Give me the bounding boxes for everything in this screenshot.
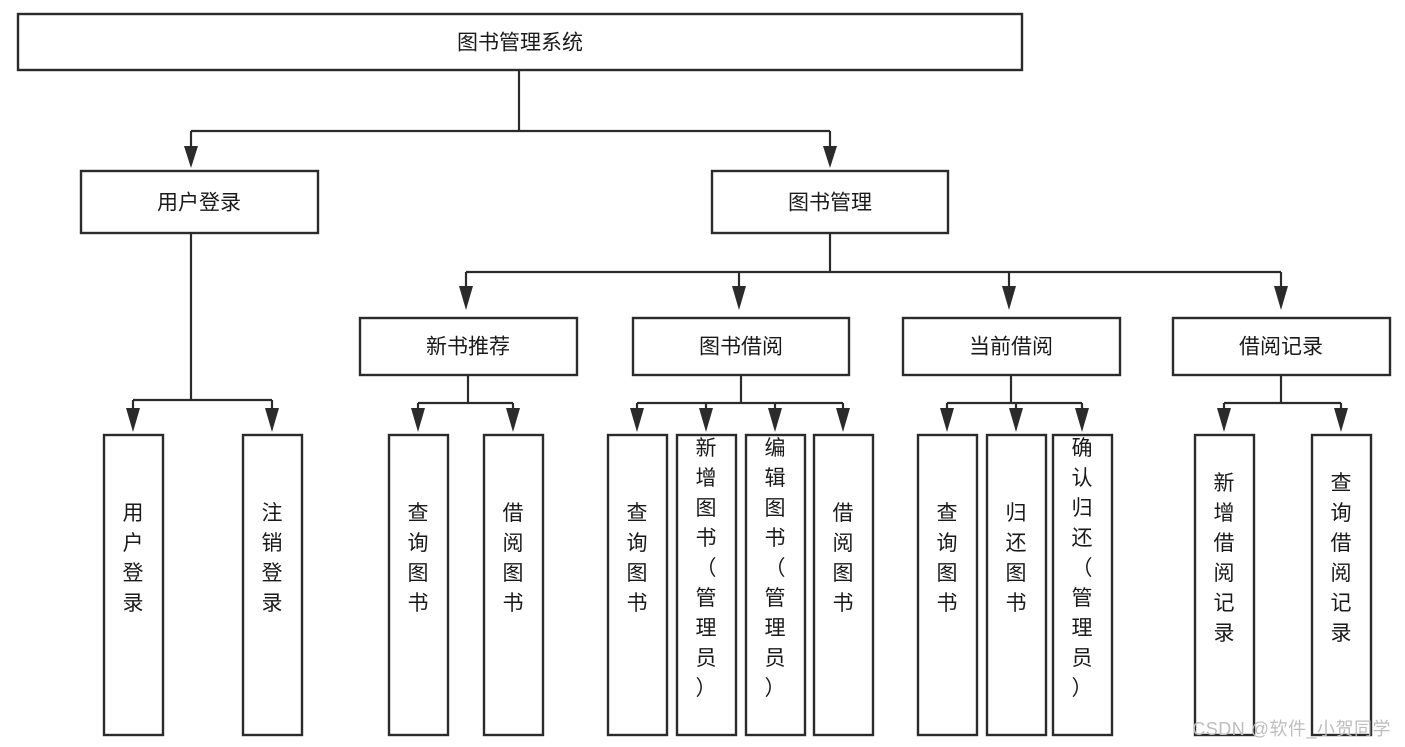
node-new-book-rec-box[interactable] xyxy=(358,316,579,377)
node-borrow-record[interactable]: 借阅记录 xyxy=(1171,316,1392,377)
node-user-login-box[interactable] xyxy=(79,169,320,235)
arrowhead-leaf-query-book-2 xyxy=(630,408,644,432)
node-root-label: 图书管理系统 xyxy=(457,32,583,55)
leaf-return-book-label: 归还图书 xyxy=(1006,502,1027,615)
node-new-book-rec[interactable]: 新书推荐 xyxy=(358,316,579,377)
leaf-add-record[interactable]: 新增借阅记录 xyxy=(1193,433,1256,737)
arrowhead-leaf-return-book xyxy=(1009,408,1023,432)
leaf-borrow-book-1-box[interactable] xyxy=(482,433,545,737)
connector-layer xyxy=(126,70,1348,432)
leaf-add-book[interactable]: 新增图书（管理员） xyxy=(675,433,738,737)
node-root-box[interactable] xyxy=(16,12,1024,72)
leaf-borrow-book-1[interactable]: 借阅图书 xyxy=(482,433,545,737)
leaf-return-book[interactable]: 归还图书 xyxy=(985,433,1048,737)
leaf-query-book-1-label: 查询图书 xyxy=(408,502,429,615)
arrowhead-leaf-user-logout xyxy=(265,408,279,432)
leaf-edit-book-label: 编辑图书（管理员） xyxy=(765,437,786,700)
node-current-borrow-box[interactable] xyxy=(901,316,1122,377)
node-book-borrow[interactable]: 图书借阅 xyxy=(631,316,851,377)
arrowhead-leaf-edit-book xyxy=(768,408,782,432)
node-book-borrow-box[interactable] xyxy=(631,316,851,377)
leaf-query-record[interactable]: 查询借阅记录 xyxy=(1310,433,1373,737)
leaf-user-logout-box[interactable] xyxy=(241,433,304,737)
arrowhead-new-book-rec xyxy=(459,286,473,310)
leaf-query-book-2[interactable]: 查询图书 xyxy=(606,433,669,737)
node-book-borrow-label: 图书借阅 xyxy=(699,336,783,359)
arrowhead-leaf-add-record xyxy=(1217,408,1231,432)
arrowhead-leaf-query-book-3 xyxy=(940,408,954,432)
leaf-borrow-book-1-label: 借阅图书 xyxy=(503,502,524,615)
node-book-manage[interactable]: 图书管理 xyxy=(710,169,950,235)
leaf-add-book-box[interactable] xyxy=(675,433,738,737)
leaf-edit-book-box[interactable] xyxy=(744,433,807,737)
leaf-query-record-label: 查询借阅记录 xyxy=(1331,472,1352,645)
leaf-user-logout-label: 注销登录 xyxy=(262,502,283,615)
node-current-borrow[interactable]: 当前借阅 xyxy=(901,316,1122,377)
node-book-manage-label: 图书管理 xyxy=(788,192,872,215)
node-user-login[interactable]: 用户登录 xyxy=(79,169,320,235)
node-new-book-rec-label: 新书推荐 xyxy=(426,336,510,359)
node-root[interactable]: 图书管理系统 xyxy=(16,12,1024,72)
leaf-return-book-box[interactable] xyxy=(985,433,1048,737)
leaf-borrow-book-2-label: 借阅图书 xyxy=(833,502,854,615)
arrowhead-leaf-query-book-1 xyxy=(411,408,425,432)
node-borrow-record-box[interactable] xyxy=(1171,316,1392,377)
leaf-query-book-2-label: 查询图书 xyxy=(627,502,648,615)
leaf-edit-book[interactable]: 编辑图书（管理员） xyxy=(744,433,807,737)
leaf-user-login[interactable]: 用户登录 xyxy=(102,433,165,737)
leaf-user-logout[interactable]: 注销登录 xyxy=(241,433,304,737)
node-borrow-record-label: 借阅记录 xyxy=(1239,336,1323,359)
leaf-query-record-box[interactable] xyxy=(1310,433,1373,737)
arrowhead-leaf-user-login xyxy=(126,408,140,432)
arrowhead-leaf-borrow-book-2 xyxy=(836,408,850,432)
arrowhead-book-manage xyxy=(823,146,837,168)
leaf-borrow-book-2[interactable]: 借阅图书 xyxy=(812,433,875,737)
leaf-confirm-return-box[interactable] xyxy=(1051,433,1114,737)
arrowhead-book-borrow xyxy=(732,286,746,310)
leaf-borrow-book-2-box[interactable] xyxy=(812,433,875,737)
leaf-query-book-1[interactable]: 查询图书 xyxy=(387,433,450,737)
leaf-add-record-label: 新增借阅记录 xyxy=(1214,472,1235,645)
leaf-query-book-2-box[interactable] xyxy=(606,433,669,737)
node-layer: 图书管理系统 用户登录 图书管理 新书推荐 图书借阅 当前 xyxy=(16,12,1392,737)
leaf-query-book-3-label: 查询图书 xyxy=(937,502,958,615)
leaf-add-record-box[interactable] xyxy=(1193,433,1256,737)
arrowhead-current-borrow xyxy=(1002,286,1016,310)
leaf-query-book-1-box[interactable] xyxy=(387,433,450,737)
leaf-user-login-box[interactable] xyxy=(102,433,165,737)
node-user-login-label: 用户登录 xyxy=(157,192,241,215)
arrowhead-user-login xyxy=(184,146,198,168)
arrowhead-leaf-query-record xyxy=(1334,408,1348,432)
arrowhead-leaf-add-book xyxy=(699,408,713,432)
leaf-user-login-label: 用户登录 xyxy=(123,502,144,615)
leaf-confirm-return[interactable]: 确认归还（管理员） xyxy=(1051,433,1114,737)
leaf-add-book-label: 新增图书（管理员） xyxy=(696,437,717,700)
node-current-borrow-label: 当前借阅 xyxy=(969,336,1053,359)
arrowhead-leaf-confirm-return xyxy=(1075,408,1089,432)
arrowhead-leaf-borrow-book-1 xyxy=(506,408,520,432)
leaf-confirm-return-label: 确认归还（管理员） xyxy=(1072,437,1093,700)
arrowhead-borrow-record xyxy=(1274,286,1288,310)
node-book-manage-box[interactable] xyxy=(710,169,950,235)
leaf-query-book-3-box[interactable] xyxy=(916,433,979,737)
leaf-query-book-3[interactable]: 查询图书 xyxy=(916,433,979,737)
